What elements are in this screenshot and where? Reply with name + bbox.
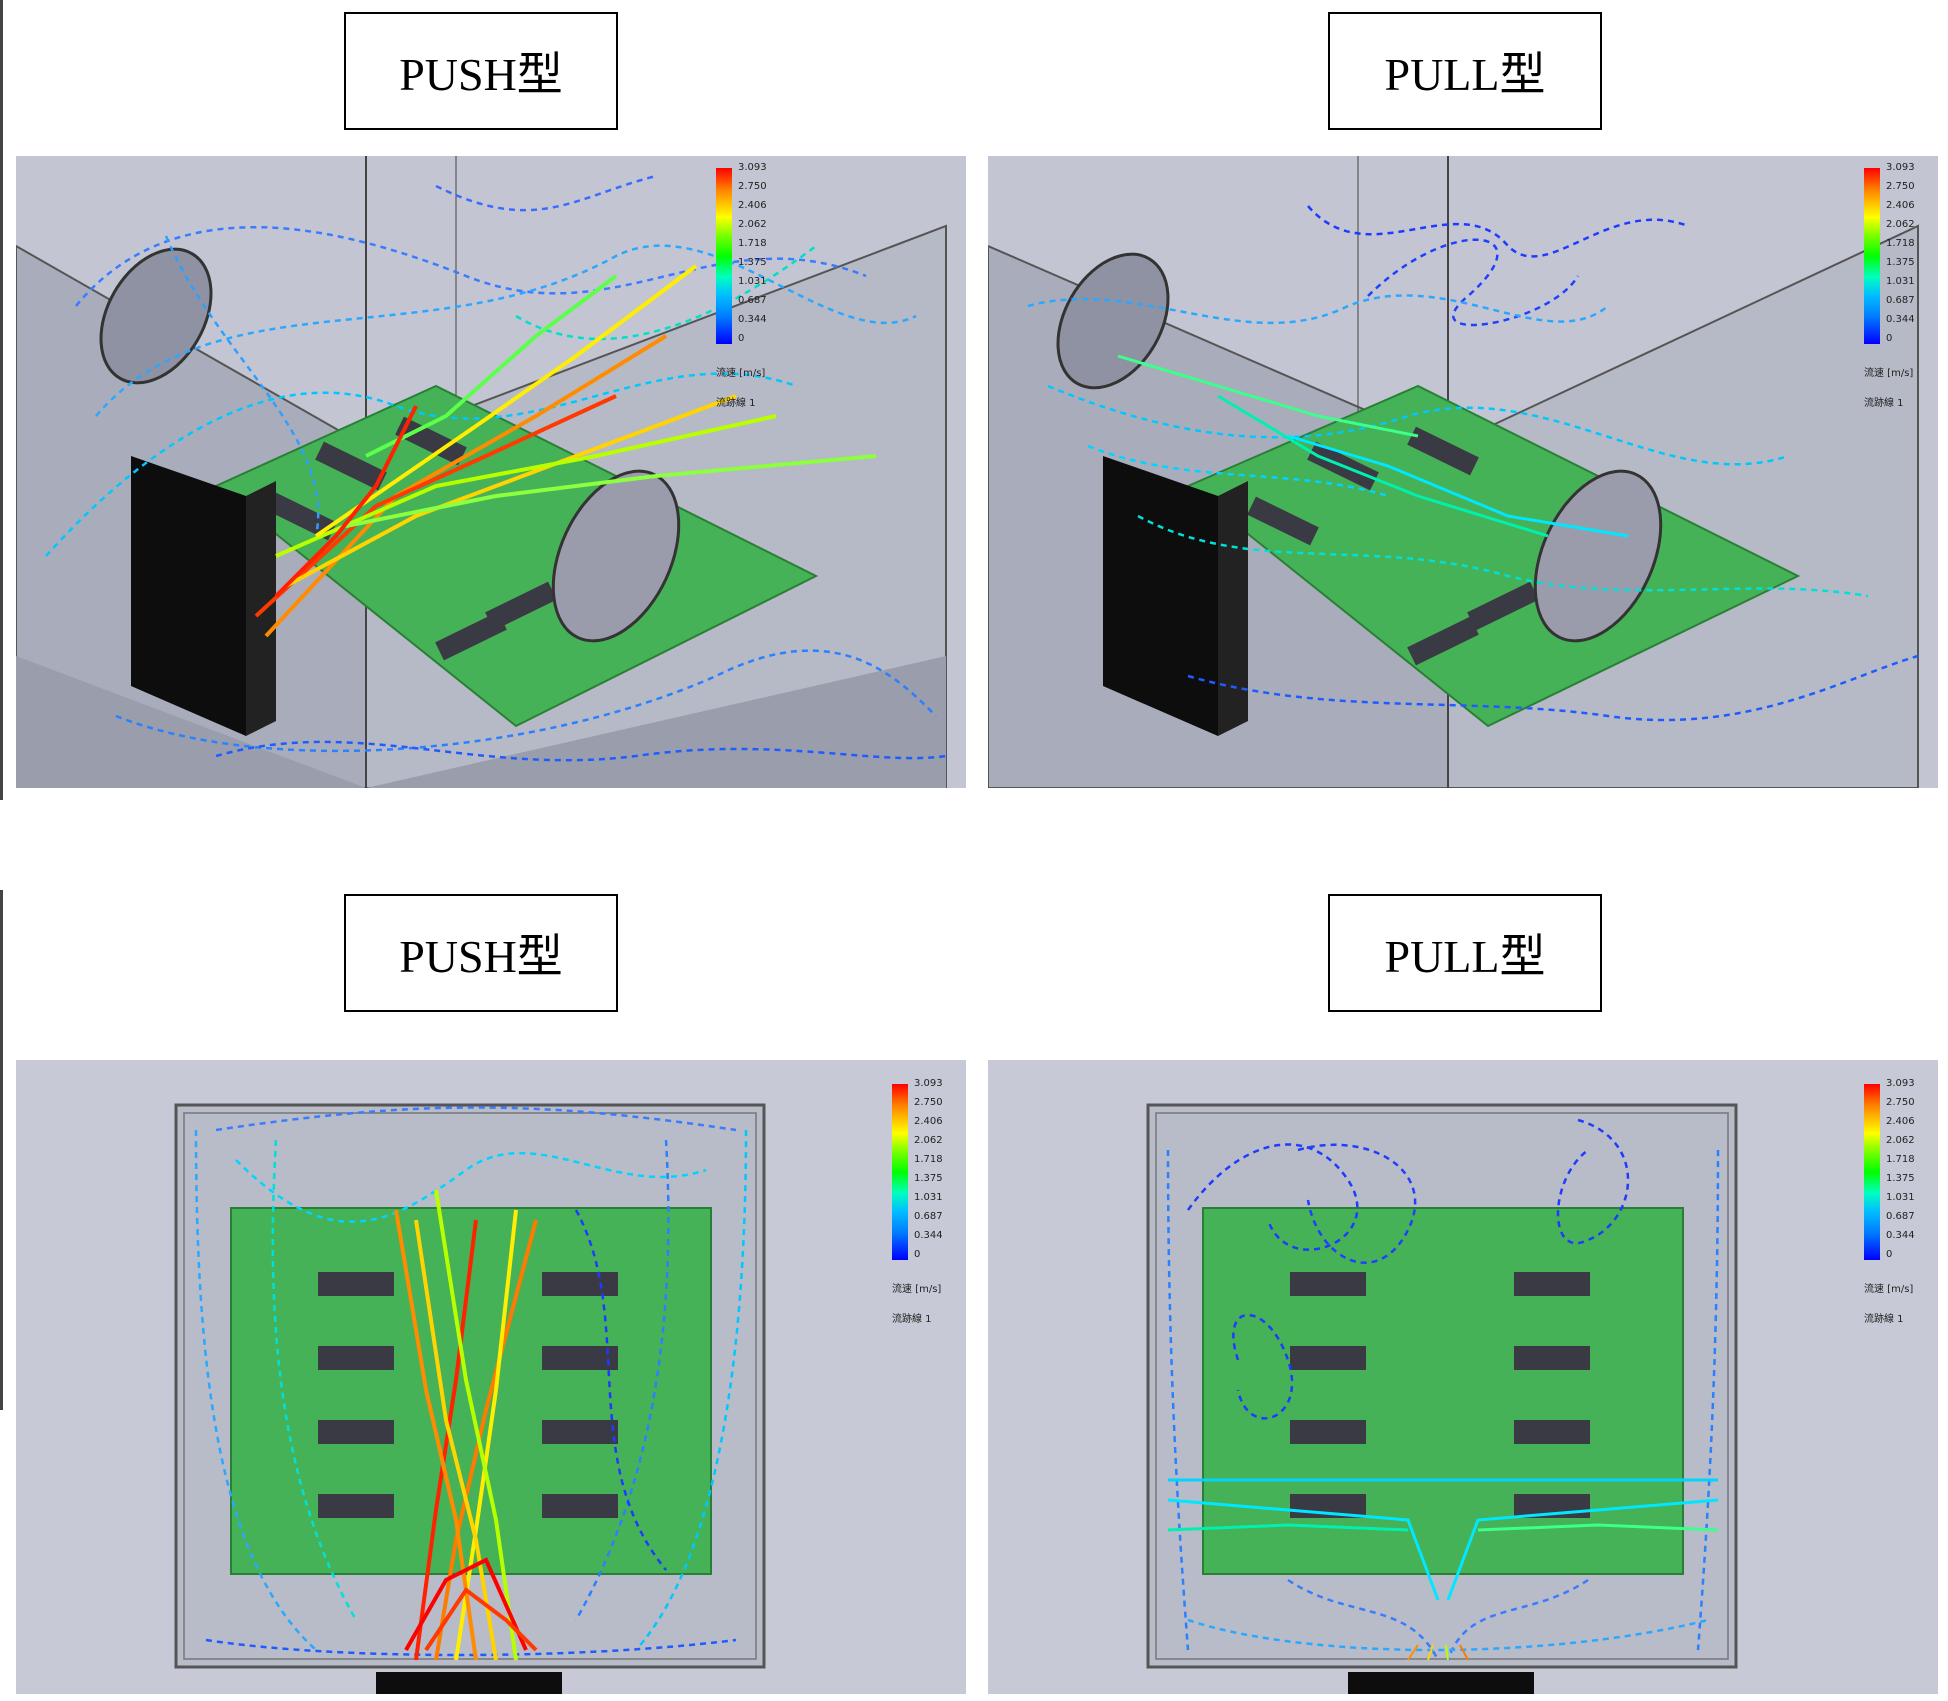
legend-tick: 2.406	[738, 200, 767, 211]
pull-iso-view: 3.093 2.750 2.406 2.062 1.718 1.375 1.03…	[988, 156, 1938, 788]
legend-tick: 2.062	[1886, 1135, 1915, 1146]
pull-top-view: 3.093 2.750 2.406 2.062 1.718 1.375 1.03…	[988, 1060, 1938, 1694]
velocity-legend-br: 3.093 2.750 2.406 2.062 1.718 1.375 1.03…	[1864, 1072, 1934, 1325]
push-fan-block	[376, 1672, 562, 1694]
pull-top-scene	[1146, 1103, 1738, 1694]
legend-tick: 0.344	[914, 1230, 943, 1241]
legend-tick: 1.375	[1886, 257, 1915, 268]
legend-tick: 0.687	[1886, 1211, 1915, 1222]
legend-tick: 2.406	[1886, 200, 1915, 211]
color-scale-bar	[716, 168, 732, 344]
legend-trace-label: 流跡線 1	[1864, 398, 1904, 409]
legend-tick: 0	[914, 1249, 921, 1260]
title-pull-top: PULL型	[1328, 12, 1602, 130]
legend-tick: 0.687	[738, 295, 767, 306]
pull-iso-scene	[988, 156, 1938, 788]
legend-unit-label: 流速 [m/s]	[892, 1284, 942, 1295]
legend-tick: 0.344	[1886, 314, 1915, 325]
legend-tick: 2.750	[738, 181, 767, 192]
legend-tick: 1.375	[1886, 1173, 1915, 1184]
enclosure-floor	[16, 656, 946, 788]
legend-tick: 2.750	[914, 1097, 943, 1108]
legend-unit-label: 流速 [m/s]	[1864, 368, 1914, 379]
legend-tick: 1.375	[738, 257, 767, 268]
push-top-view: 3.093 2.750 2.406 2.062 1.718 1.375 1.03…	[16, 1060, 966, 1694]
legend-tick: 1.031	[1886, 1192, 1915, 1203]
legend-tick: 0	[1886, 333, 1893, 344]
push-top-scene	[174, 1103, 766, 1694]
legend-tick: 1.718	[738, 238, 767, 249]
legend-tick: 0.687	[1886, 295, 1915, 306]
legend-unit-label: 流速 [m/s]	[716, 368, 766, 379]
legend-tick: 0.344	[1886, 1230, 1915, 1241]
legend-tick: 3.093	[914, 1078, 943, 1089]
legend-tick: 2.062	[914, 1135, 943, 1146]
legend-tick: 1.718	[1886, 1154, 1915, 1165]
legend-tick: 0	[1886, 1249, 1893, 1260]
vent-disc-upper	[99, 247, 213, 385]
legend-tick: 1.375	[914, 1173, 943, 1184]
left-margin-rule-bottom	[0, 890, 3, 1410]
legend-tick: 3.093	[1886, 162, 1915, 173]
legend-tick: 0	[738, 333, 745, 344]
legend-tick: 0.687	[914, 1211, 943, 1222]
legend-trace-label: 流跡線 1	[1864, 1314, 1904, 1325]
title-push-bottom: PUSH型	[344, 894, 618, 1012]
legend-tick: 3.093	[1886, 1078, 1915, 1089]
color-scale-bar	[1864, 168, 1880, 344]
legend-tick: 1.718	[914, 1154, 943, 1165]
color-scale-bar	[892, 1084, 908, 1260]
legend-tick: 3.093	[738, 162, 767, 173]
legend-tick: 1.718	[1886, 238, 1915, 249]
legend-tick: 2.062	[738, 219, 767, 230]
legend-tick: 2.406	[1886, 1116, 1915, 1127]
legend-tick: 0.344	[738, 314, 767, 325]
velocity-legend-tr: 3.093 2.750 2.406 2.062 1.718 1.375 1.03…	[1864, 156, 1934, 409]
push-iso-scene	[16, 156, 966, 788]
push-iso-view: 3.093 2.750 2.406 2.062 1.718 1.375 1.03…	[16, 156, 966, 788]
title-pull-bottom: PULL型	[1328, 894, 1602, 1012]
legend-trace-label: 流跡線 1	[716, 398, 756, 409]
legend-tick: 1.031	[1886, 276, 1915, 287]
legend-tick: 1.031	[914, 1192, 943, 1203]
legend-tick: 1.031	[738, 276, 767, 287]
legend-trace-label: 流跡線 1	[892, 1314, 932, 1325]
color-scale-bar	[1864, 1084, 1880, 1260]
title-push-top: PUSH型	[344, 12, 618, 130]
legend-unit-label: 流速 [m/s]	[1864, 1284, 1914, 1295]
legend-tick: 2.062	[1886, 219, 1915, 230]
push-fan-block	[131, 456, 246, 736]
velocity-legend-tl: 3.093 2.750 2.406 2.062 1.718 1.375 1.03…	[716, 156, 786, 409]
legend-tick: 2.750	[1886, 181, 1915, 192]
legend-tick: 2.750	[1886, 1097, 1915, 1108]
velocity-legend-bl: 3.093 2.750 2.406 2.062 1.718 1.375 1.03…	[892, 1072, 962, 1325]
legend-tick: 2.406	[914, 1116, 943, 1127]
left-margin-rule-top	[0, 0, 3, 800]
